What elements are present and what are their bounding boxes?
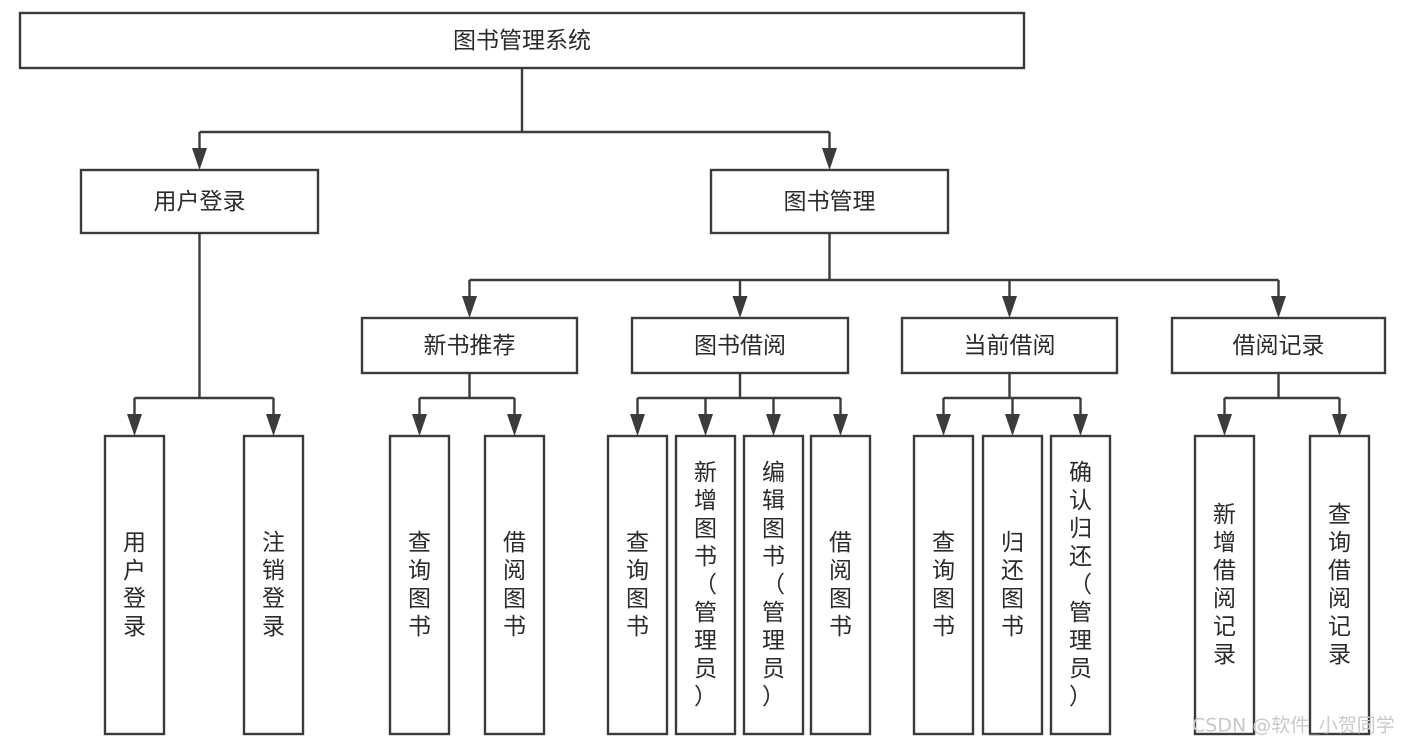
arrow-head-icon xyxy=(822,148,837,170)
arrow-head-icon xyxy=(698,414,713,436)
node-box[interactable] xyxy=(630,316,850,375)
node-leaf-edit-book[interactable]: 编辑图书（管理员） xyxy=(742,434,805,736)
node-label: 用户登录 xyxy=(123,530,146,640)
node-box[interactable] xyxy=(809,434,872,736)
node-leaf-query-book-2[interactable]: 查询图书 xyxy=(606,434,669,736)
arrow-head-icon xyxy=(192,148,207,170)
arrow-head-icon xyxy=(1005,414,1020,436)
node-leaf-return-book[interactable]: 归还图书 xyxy=(981,434,1044,736)
node-label: 图书管理系统 xyxy=(453,28,591,54)
node-label: 新增借阅记录 xyxy=(1213,502,1236,668)
node-label: 查询借阅记录 xyxy=(1328,502,1351,668)
node-box[interactable] xyxy=(674,434,737,736)
node-label: 当前借阅 xyxy=(964,333,1056,359)
node-label: 确认归还（管理员） xyxy=(1069,460,1092,710)
arrow-head-icon xyxy=(1002,296,1017,318)
node-box[interactable] xyxy=(483,434,546,736)
arrow-head-icon xyxy=(266,414,281,436)
node-box[interactable] xyxy=(388,434,451,736)
watermark-text: CSDN @软件_小贺同学 xyxy=(1192,715,1395,737)
node-borrow-record[interactable]: 借阅记录 xyxy=(1170,316,1387,375)
node-box[interactable] xyxy=(1308,434,1371,736)
arrow-head-icon xyxy=(127,414,142,436)
node-label: 图书管理 xyxy=(784,189,876,215)
node-leaf-add-record[interactable]: 新增借阅记录 xyxy=(1193,434,1256,736)
node-leaf-query-record[interactable]: 查询借阅记录 xyxy=(1308,434,1371,736)
node-label: 借阅图书 xyxy=(503,530,526,640)
arrow-head-icon xyxy=(507,414,522,436)
node-label: 查询图书 xyxy=(932,530,955,640)
node-label: 新增图书（管理员） xyxy=(694,460,717,710)
arrow-head-icon xyxy=(732,296,748,318)
node-leaf-add-book[interactable]: 新增图书（管理员） xyxy=(674,434,737,736)
node-book-borrow[interactable]: 图书借阅 xyxy=(630,316,850,375)
node-leaf-borrow-book-1[interactable]: 借阅图书 xyxy=(483,434,546,736)
node-leaf-borrow-book-2[interactable]: 借阅图书 xyxy=(809,434,872,736)
node-leaf-query-book-3[interactable]: 查询图书 xyxy=(912,434,975,736)
arrow-head-icon xyxy=(766,414,781,436)
node-box[interactable] xyxy=(1170,316,1387,375)
node-label: 注销登录 xyxy=(262,530,285,640)
node-box[interactable] xyxy=(912,434,975,736)
node-box[interactable] xyxy=(1193,434,1256,736)
node-box[interactable] xyxy=(360,316,579,375)
node-label: 借阅记录 xyxy=(1233,333,1325,359)
node-label: 新书推荐 xyxy=(424,333,516,359)
node-leaf-user-login[interactable]: 用户登录 xyxy=(103,434,166,736)
node-label: 图书借阅 xyxy=(694,333,786,359)
node-label: 查询图书 xyxy=(626,530,649,640)
node-box[interactable] xyxy=(1049,434,1112,736)
node-label: 借阅图书 xyxy=(829,530,852,640)
node-label: 查询图书 xyxy=(408,530,431,640)
node-box[interactable] xyxy=(981,434,1044,736)
node-book-manage[interactable]: 图书管理 xyxy=(709,168,950,235)
node-label: 归还图书 xyxy=(1001,530,1024,640)
node-box[interactable] xyxy=(242,434,305,736)
node-leaf-confirm-return[interactable]: 确认归还（管理员） xyxy=(1049,434,1112,736)
node-new-book-rec[interactable]: 新书推荐 xyxy=(360,316,579,375)
node-leaf-user-logout[interactable]: 注销登录 xyxy=(242,434,305,736)
arrow-head-icon xyxy=(412,414,427,436)
connector-lines xyxy=(127,68,1347,436)
node-box[interactable] xyxy=(18,11,1026,70)
node-label: 编辑图书（管理员） xyxy=(762,460,785,710)
arrow-head-icon xyxy=(462,296,477,318)
node-box[interactable] xyxy=(103,434,166,736)
node-boxes: 图书管理系统用户登录图书管理新书推荐图书借阅当前借阅借阅记录用户登录注销登录查询… xyxy=(18,11,1387,736)
node-label: 用户登录 xyxy=(154,189,246,215)
arrow-head-icon xyxy=(1332,414,1347,436)
arrow-head-icon xyxy=(1217,414,1232,436)
arrow-head-icon xyxy=(1271,296,1286,318)
node-box[interactable] xyxy=(606,434,669,736)
node-box[interactable] xyxy=(742,434,805,736)
arrow-head-icon xyxy=(936,414,951,436)
arrow-head-icon xyxy=(833,414,848,436)
node-box[interactable] xyxy=(79,168,320,235)
node-current-borrow[interactable]: 当前借阅 xyxy=(900,316,1119,375)
node-leaf-query-book-1[interactable]: 查询图书 xyxy=(388,434,451,736)
arrow-head-icon xyxy=(1073,414,1088,436)
node-root[interactable]: 图书管理系统 xyxy=(18,11,1026,70)
node-box[interactable] xyxy=(900,316,1119,375)
arrow-head-icon xyxy=(630,414,645,436)
node-user-login[interactable]: 用户登录 xyxy=(79,168,320,235)
node-box[interactable] xyxy=(709,168,950,235)
